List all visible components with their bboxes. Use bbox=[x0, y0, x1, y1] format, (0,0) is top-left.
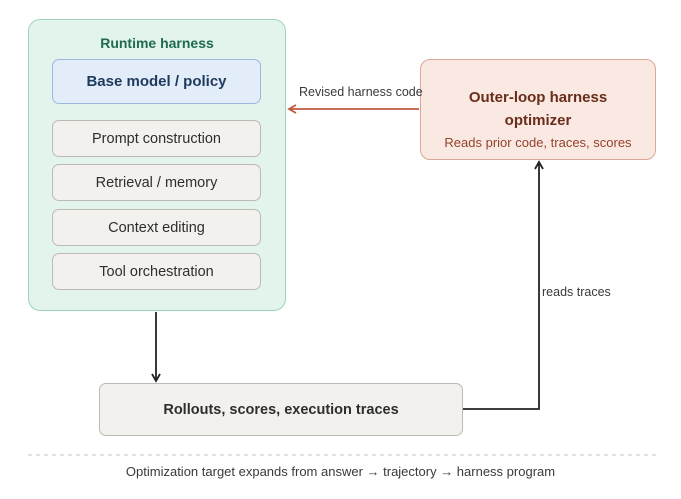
base-model-box: Base model / policy bbox=[52, 59, 261, 104]
module-tool-orchestration: Tool orchestration bbox=[52, 253, 261, 290]
reads-traces-label: reads traces bbox=[542, 285, 611, 299]
module-context-editing: Context editing bbox=[52, 209, 261, 246]
footer-caption: Optimization target expands from answer … bbox=[125, 464, 556, 479]
optimizer-subtitle: Reads prior code, traces, scores bbox=[444, 135, 632, 150]
rollouts-box: Rollouts, scores, execution traces bbox=[99, 383, 463, 436]
optimizer-title: Outer-loop harness optimizer bbox=[420, 86, 656, 132]
optimizer-title-line1: Outer-loop harness bbox=[468, 89, 608, 106]
runtime-harness-title: Runtime harness bbox=[100, 35, 214, 51]
optimizer-box bbox=[420, 59, 656, 160]
optimizer-title-line2: optimizer bbox=[504, 112, 572, 129]
module-retrieval-memory: Retrieval / memory bbox=[52, 164, 261, 201]
module-prompt-construction: Prompt construction bbox=[52, 120, 261, 157]
revised-code-label: Revised harness code bbox=[299, 85, 423, 99]
rollouts-to-optimizer-arrow bbox=[463, 160, 544, 410]
